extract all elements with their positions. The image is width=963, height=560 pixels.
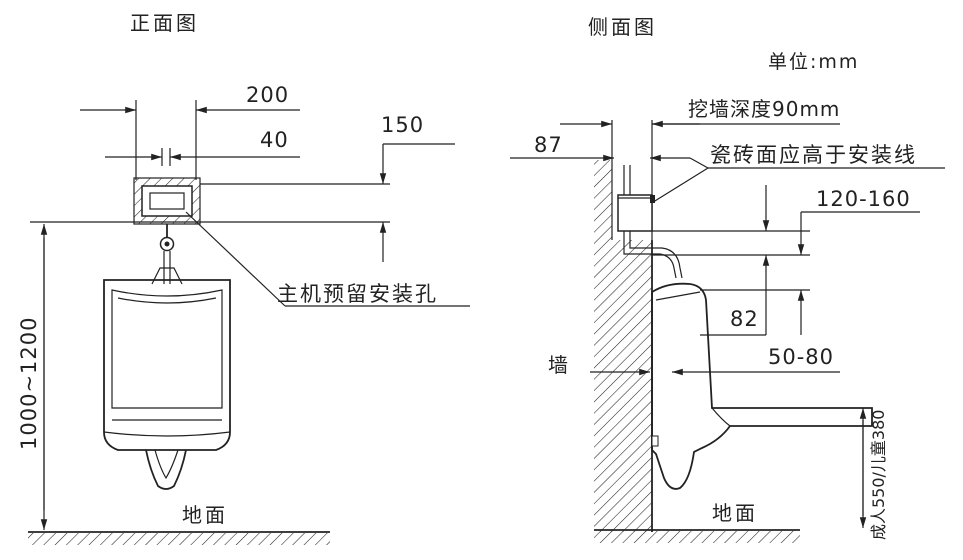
depth-label: 挖墙深度90mm [688, 97, 840, 121]
flush-pipe-side-outer [629, 231, 683, 279]
tile-leader [649, 167, 709, 205]
flush-pipe-side [623, 231, 677, 279]
dim-height-label: 1000~1200 [17, 317, 41, 450]
front-view: 正面图 200 40 150 1000~1200 [17, 11, 470, 545]
dim-200-label: 200 [246, 83, 289, 107]
dim-150-label: 150 [381, 113, 424, 137]
controller-unit-side [617, 194, 653, 232]
wall-label: 墙 [548, 353, 571, 377]
hole-leader [185, 211, 286, 307]
sensor-window [650, 195, 655, 203]
dim-87-label: 87 [534, 133, 563, 157]
dim-120-160-label: 120-160 [816, 187, 911, 211]
tile-label: 瓷砖面应高于安装线 [710, 143, 917, 167]
tile-leader-stub [689, 157, 709, 169]
side-view: 侧面图 单位:mm 挖墙深度90mm 87 瓷砖面应高于安装线 [510, 15, 945, 543]
urinal-front [103, 279, 231, 490]
urinal-side [651, 282, 873, 490]
spreader-flange [151, 267, 183, 285]
controller-box-inner [149, 192, 185, 210]
unit-label: 单位:mm [768, 51, 859, 73]
front-view-title: 正面图 [130, 11, 199, 35]
dim-82-label: 82 [730, 307, 759, 331]
side-floor-label: 地面 [712, 501, 758, 525]
side-view-title: 侧面图 [588, 15, 657, 39]
valve-center [164, 241, 170, 247]
side-floor-hatch [594, 531, 800, 543]
front-floor-label: 地面 [182, 503, 228, 527]
dim-40-label: 40 [260, 128, 289, 152]
hole-label: 主机预留安装孔 [277, 282, 438, 306]
front-floor-hatch [28, 533, 330, 545]
dim-rim-label: 成人550/儿童380 [869, 410, 888, 540]
dim-50-80-label: 50-80 [768, 345, 834, 369]
